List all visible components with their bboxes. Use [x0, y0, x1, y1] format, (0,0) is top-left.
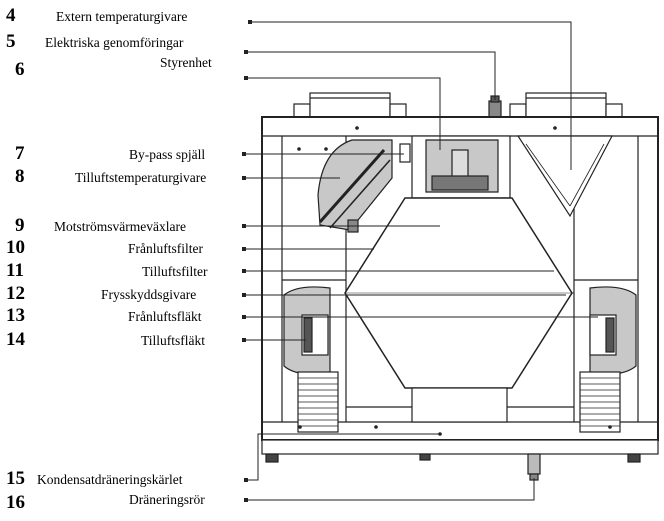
- callout-label: Motströmsvärmeväxlare: [54, 219, 186, 234]
- callout-number: 15: [6, 468, 25, 489]
- callout-number: 11: [6, 260, 24, 281]
- leader-dot: [248, 20, 252, 24]
- leader-line: [246, 77, 441, 150]
- left-fan: [283, 286, 339, 433]
- callout-label: Tilluftsfilter: [142, 264, 208, 279]
- callout-12: 12 Frysskyddsgivare: [6, 283, 566, 304]
- callout-4: 4 Extern temperaturgivare: [6, 5, 572, 170]
- callout-11: 11 Tilluftsfilter: [6, 260, 554, 281]
- callout-number: 4: [6, 5, 16, 26]
- callout-label: Frånluftsfilter: [128, 241, 203, 256]
- leader-dot: [242, 315, 246, 319]
- unit-drawing: [261, 92, 659, 481]
- callout-number: 16: [6, 492, 25, 513]
- callout-number: 6: [15, 59, 25, 80]
- leader-dot: [244, 50, 248, 54]
- callout-10: 10 Frånluftsfilter: [6, 237, 374, 258]
- callout-6: 6 Styrenhet: [15, 55, 441, 150]
- callout-label: Frånluftsfläkt: [128, 309, 202, 324]
- callout-label: Tilluftstemperaturgivare: [75, 170, 206, 185]
- leader-line: [250, 21, 572, 170]
- callout-number: 14: [6, 329, 26, 350]
- right-channel: [516, 135, 613, 218]
- leader-dot: [244, 478, 248, 482]
- leader-dot: [244, 498, 248, 502]
- leader-line: [246, 433, 440, 481]
- callout-number: 13: [6, 305, 25, 326]
- right-fan: [579, 286, 637, 433]
- callout-number: 8: [15, 166, 25, 187]
- callout-number: 10: [6, 237, 25, 258]
- leader-dot: [244, 76, 248, 80]
- callout-number: 5: [6, 31, 16, 52]
- callout-label: Extern temperaturgivare: [56, 9, 187, 24]
- leader-line: [246, 478, 535, 501]
- leader-dot: [242, 293, 246, 297]
- callout-label: Kondensatdräneringskärlet: [37, 472, 183, 487]
- callout-label: Styrenhet: [160, 55, 212, 70]
- leader-dot: [242, 269, 246, 273]
- callout-15: 15 Kondensatdräneringskärlet: [6, 433, 440, 489]
- top-duct-collars: [293, 92, 623, 118]
- casing-screws: [297, 126, 612, 436]
- bypass-damper: [317, 139, 393, 233]
- callout-16: 16 Dräneringsrör: [6, 478, 535, 513]
- callout-number: 9: [15, 215, 25, 236]
- callout-number: 7: [15, 143, 25, 164]
- callout-label: Dräneringsrör: [129, 492, 205, 507]
- heat-exchanger: [344, 197, 573, 389]
- callout-label: Frysskyddsgivare: [101, 287, 196, 302]
- leader-line: [246, 51, 496, 100]
- leader-dot: [242, 176, 246, 180]
- callout-13: 13 Frånluftsfläkt: [6, 305, 598, 326]
- callout-label: Tilluftsfläkt: [141, 333, 205, 348]
- callout-7: 7 By-pass spjäll: [15, 143, 404, 164]
- callout-9: 9 Motströmsvärmeväxlare: [15, 215, 440, 236]
- control-unit-box: [399, 135, 511, 199]
- callout-label: By-pass spjäll: [129, 147, 205, 162]
- condensate-tray: [411, 387, 508, 423]
- callout-14: 14 Tilluftsfläkt: [6, 329, 306, 350]
- leader-dot: [242, 247, 246, 251]
- leader-dot: [242, 152, 246, 156]
- callout-5: 5 Elektriska genomföringar: [6, 31, 496, 100]
- leader-dot: [242, 224, 246, 228]
- callout-label: Elektriska genomföringar: [45, 35, 184, 50]
- leader-dot: [242, 338, 246, 342]
- callout-number: 12: [6, 283, 25, 304]
- callout-8: 8 Tilluftstemperaturgivare: [15, 166, 340, 187]
